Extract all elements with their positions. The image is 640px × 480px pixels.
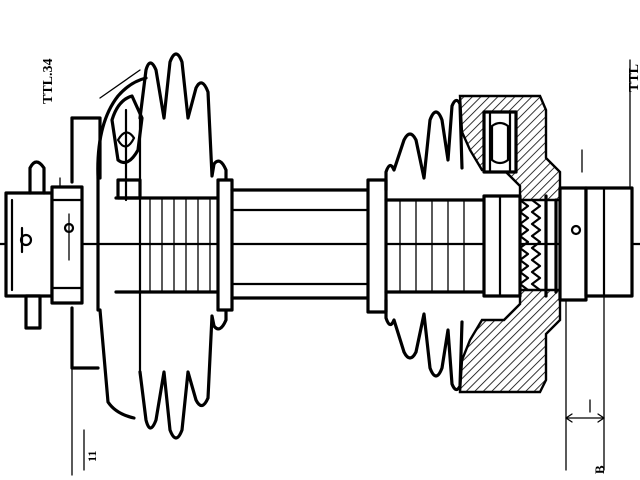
label-dim-right-group: B [592,465,607,474]
label-right-rotated: TTL [627,64,640,92]
label-dim-bottom-right: B [592,465,607,474]
label-dim-bottom-left: 11 [85,451,99,462]
main-shaft [230,188,374,300]
label-left-rotated: TTL.34 [41,58,56,104]
left-boot [114,52,234,440]
label-dim-left-group: 11 [85,451,99,462]
right-boot [366,98,488,392]
right-cv-joint [458,94,562,394]
label-right-group: TTL [627,64,640,92]
right-stub-shaft [558,59,634,471]
left-shoulder [50,185,84,305]
label-left-group: TTL.34 [41,58,56,104]
